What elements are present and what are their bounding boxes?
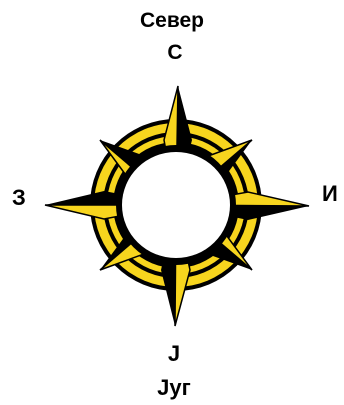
center-hub: [122, 152, 230, 258]
